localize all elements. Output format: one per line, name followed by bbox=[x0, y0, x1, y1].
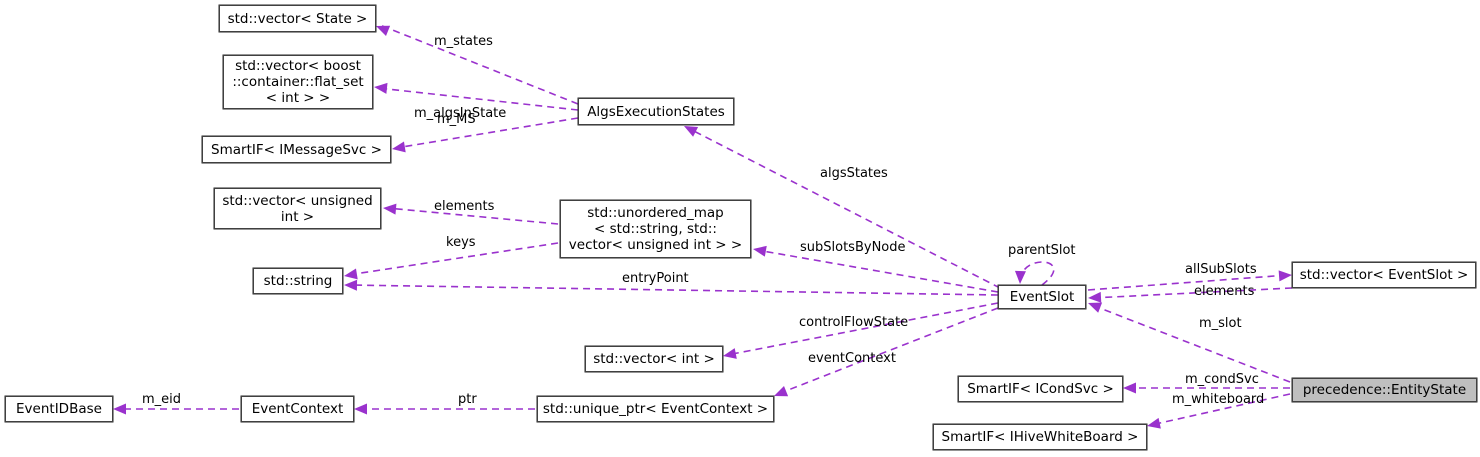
edge-label-e-m-states: m_states bbox=[434, 34, 493, 49]
class-node-event-context[interactable]: EventContext bbox=[241, 396, 354, 422]
arrowhead bbox=[383, 203, 397, 215]
edge-label-e-allSubSlots: allSubSlots bbox=[1185, 262, 1257, 277]
class-node-event-slot[interactable]: EventSlot bbox=[998, 285, 1086, 309]
arrowhead bbox=[723, 348, 737, 359]
arrowhead bbox=[774, 386, 789, 397]
class-node-unique-ptr-evtctx[interactable]: std::unique_ptr< EventContext > bbox=[537, 396, 774, 422]
arrowhead bbox=[376, 25, 391, 36]
arrowhead bbox=[1088, 302, 1103, 313]
edge-e-m-algsInState bbox=[374, 82, 579, 111]
edge-e-controlFlowState bbox=[723, 302, 999, 359]
edge-label-e-eventContext: eventContext bbox=[808, 351, 896, 366]
class-node-vector-state[interactable]: std::vector< State > bbox=[219, 5, 376, 32]
edge-e-m-condSvc bbox=[1123, 382, 1290, 394]
edge-e-subSlotsByNode bbox=[753, 245, 999, 293]
edge-e-parentSlot bbox=[1014, 261, 1055, 286]
edge-label-e-m-eid: m_eid bbox=[142, 392, 182, 407]
edge-label-e-keys: keys bbox=[446, 235, 476, 250]
arrowhead bbox=[344, 279, 358, 291]
edge-e-ptr bbox=[354, 403, 535, 415]
edge-label-e-elements-uint: elements bbox=[434, 199, 495, 214]
class-node-unordered-map[interactable]: std::unordered_map < std::string, std:: … bbox=[560, 200, 751, 258]
arrowhead bbox=[1278, 270, 1292, 282]
class-node-entity-state[interactable]: precedence::EntityState bbox=[1292, 378, 1477, 402]
edge-label-e-controlFlowState: controlFlowState bbox=[799, 315, 909, 330]
arrowhead bbox=[392, 141, 406, 153]
arrowhead bbox=[1147, 417, 1161, 429]
edge-label-e-m-slot: m_slot bbox=[1199, 316, 1242, 331]
class-node-algs-exec-states[interactable]: AlgsExecutionStates bbox=[578, 98, 734, 125]
edge-label-e-m-whiteboard: m_whiteboard bbox=[1172, 392, 1265, 407]
edge-label-e-m-algsInState: m_algsInState bbox=[414, 106, 507, 121]
arrowhead bbox=[1014, 270, 1026, 284]
edge-label-e-ptr: ptr bbox=[458, 392, 477, 407]
edge-e-eventContext bbox=[774, 307, 999, 397]
edge-label-e-m-condSvc: m_condSvc bbox=[1185, 372, 1259, 387]
edge-label-e-parentSlot: parentSlot bbox=[1008, 243, 1076, 258]
class-node-vector-uint[interactable]: std::vector< unsigned int > bbox=[214, 188, 381, 229]
class-node-smartif-imessagesvc[interactable]: SmartIF< IMessageSvc > bbox=[202, 136, 391, 163]
edge-label-e-algsStates: algsStates bbox=[820, 166, 888, 181]
edge-label-e-entryPoint: entryPoint bbox=[622, 271, 689, 286]
edge-e-keys bbox=[344, 242, 559, 280]
class-node-std-string[interactable]: std::string bbox=[253, 268, 343, 294]
edge-label-e-m-MS: m_MS bbox=[437, 112, 476, 127]
arrowhead bbox=[1123, 382, 1136, 394]
arrowhead bbox=[113, 403, 126, 415]
edge-label-e-subSlotsByNode: subSlotsByNode bbox=[800, 240, 906, 255]
arrowhead bbox=[684, 126, 699, 137]
class-node-event-id-base[interactable]: EventIDBase bbox=[5, 396, 113, 422]
class-node-vector-int[interactable]: std::vector< int > bbox=[585, 346, 723, 372]
edge-e-allSubSlots bbox=[1087, 270, 1292, 291]
edge-e-m-states bbox=[376, 24, 579, 105]
edge-label-e-elements-slots: elements bbox=[1194, 284, 1255, 299]
arrowhead bbox=[344, 268, 358, 280]
arrowhead bbox=[374, 82, 388, 94]
arrowhead bbox=[354, 403, 367, 415]
edge-e-m-eid bbox=[113, 403, 239, 415]
edge-e-m-whiteboard bbox=[1147, 393, 1291, 429]
edge-e-algsStates bbox=[684, 126, 1001, 289]
edge-e-elements-slots bbox=[1088, 287, 1293, 303]
edge-e-m-slot bbox=[1088, 302, 1291, 383]
arrowhead bbox=[753, 245, 767, 257]
edge-e-entryPoint bbox=[344, 279, 999, 296]
class-node-smartif-hivewb[interactable]: SmartIF< IHiveWhiteBoard > bbox=[933, 424, 1147, 450]
edge-e-m-MS bbox=[392, 117, 579, 153]
arrowhead bbox=[1088, 291, 1102, 303]
class-node-vector-eventslot[interactable]: std::vector< EventSlot > bbox=[1292, 262, 1476, 288]
edge-e-elements-uint bbox=[383, 203, 559, 225]
class-node-smartif-icondsvc[interactable]: SmartIF< ICondSvc > bbox=[958, 376, 1123, 402]
class-node-vector-flatset[interactable]: std::vector< boost ::container::flat_set… bbox=[223, 55, 373, 109]
